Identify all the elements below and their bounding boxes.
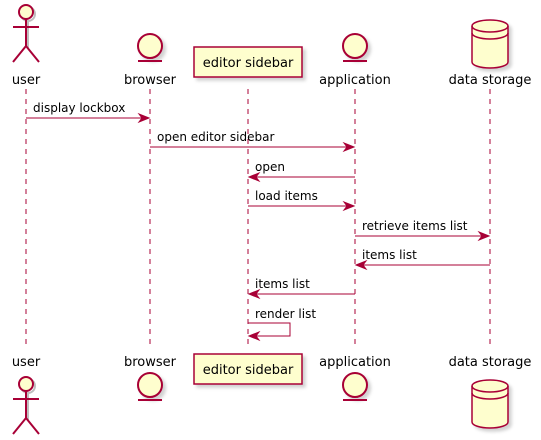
message-6: items list — [354, 248, 490, 271]
message-line — [248, 322, 291, 337]
entity-icon-browser-top — [137, 33, 163, 62]
actor-icon-user-top — [12, 4, 40, 63]
message-label: load items — [255, 189, 318, 203]
message-5: retrieve items list — [355, 219, 491, 242]
entity-icon-application-top — [342, 33, 368, 62]
message-label: retrieve items list — [362, 219, 468, 233]
message-label: render list — [255, 307, 316, 321]
participant-label-editor-sidebar: editor sidebar — [203, 56, 294, 71]
participant-label-data-storage: data storage — [449, 355, 532, 370]
database-icon-data-storage-bottom — [471, 379, 509, 429]
message-3: open — [247, 160, 355, 183]
message-arrowhead — [342, 200, 356, 212]
entity-icon-application-bottom — [342, 372, 368, 401]
message-label: display lockbox — [33, 101, 125, 115]
database-icon-data-storage-top — [471, 19, 509, 69]
participant-label-user: user — [12, 355, 41, 370]
message-label: open editor sidebar — [157, 130, 274, 144]
participant-box-editor-sidebar-top: editor sidebar — [193, 46, 303, 78]
message-label: items list — [255, 277, 310, 291]
participant-label-user: user — [12, 73, 41, 88]
message-arrowhead — [247, 288, 261, 300]
message-label: items list — [362, 248, 417, 262]
message-1: display lockbox — [26, 101, 151, 124]
message-8: render list — [247, 307, 316, 342]
participant-label-browser: browser — [124, 73, 177, 88]
message-arrowhead — [342, 141, 356, 153]
participant-label-data-storage: data storage — [449, 73, 532, 88]
message-4: load items — [248, 189, 356, 212]
participant-label-application: application — [319, 73, 391, 88]
message-7: items list — [247, 277, 355, 300]
entity-icon-browser-bottom — [137, 372, 163, 401]
message-arrowhead — [354, 259, 368, 271]
message-arrowhead — [247, 171, 261, 183]
message-label: open — [255, 160, 285, 174]
message-arrowhead — [137, 112, 151, 124]
message-arrowhead — [247, 330, 261, 342]
participant-box-editor-sidebar-bottom: editor sidebar — [193, 353, 303, 385]
message-arrowhead — [477, 230, 491, 242]
participant-label-browser: browser — [124, 355, 177, 370]
message-2: open editor sidebar — [150, 130, 356, 153]
participant-label-editor-sidebar: editor sidebar — [203, 363, 294, 378]
actor-icon-user-bottom — [12, 376, 40, 435]
participant-label-application: application — [319, 355, 391, 370]
